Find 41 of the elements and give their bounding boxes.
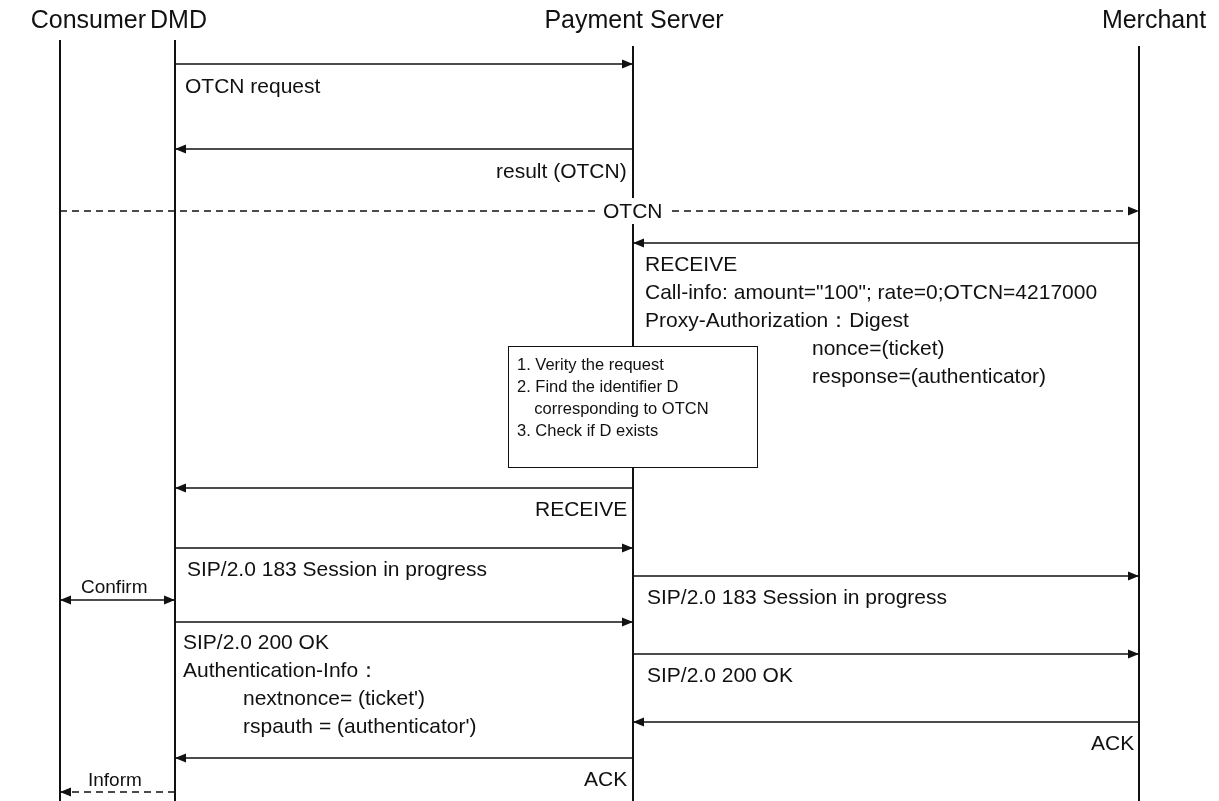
message-label: ACK [584,766,628,792]
step-text: 1. Verity the request [517,354,665,375]
message-arrow [632,571,1140,581]
message-label: Inform [88,768,142,792]
message-label: OTCN request [185,73,321,99]
message-label: SIP/2.0 183 Session in progress [647,584,947,610]
message-label: Confirm [81,575,148,599]
message-arrow [632,717,1140,727]
participant-label: DMD [150,4,208,34]
message-label: RECEIVE [645,251,738,277]
participant-label: Consumer [29,4,146,34]
dashed-arrow [59,206,1140,216]
message-arrow [174,617,634,627]
participant-label: Payment Server [543,4,725,34]
message-label: ACK [1091,730,1135,756]
message-field-text: response=(authenticator) [812,363,1047,389]
message-arrow [174,483,634,493]
message-arrow [59,595,176,605]
step-text: 2. Find the identifier D corresponding to OTCN [517,376,710,419]
dashed-arrow [59,787,176,797]
message-field-text: Authentication-Info： [183,657,380,683]
message-arrow [632,649,1140,659]
message-field-text: rspauth = (authenticator') [243,713,477,739]
message-field-text: nextnonce= (ticket') [243,685,426,711]
message-arrow [174,753,634,763]
message-arrow [632,238,1140,248]
message-label: result (OTCN) [496,158,627,184]
message-label: SIP/2.0 200 OK [647,662,793,688]
participant-label: Merchant [1100,4,1208,34]
message-field-text: Call-info: amount="100"; rate=0;OTCN=4217000 [645,279,1098,305]
message-label: RECEIVE [535,496,628,522]
note-box [508,346,758,468]
message-arrow [174,543,634,553]
message-label: SIP/2.0 183 Session in progress [187,556,487,582]
message-field-text: nonce=(ticket) [812,335,945,361]
message-arrow [174,144,634,154]
message-label: OTCN [599,198,667,224]
message-arrow [174,59,634,69]
message-label: SIP/2.0 200 OK [183,629,329,655]
message-field-text: Proxy-Authorization：Digest [645,307,909,333]
step-text: 3. Check if D exists [517,420,660,441]
